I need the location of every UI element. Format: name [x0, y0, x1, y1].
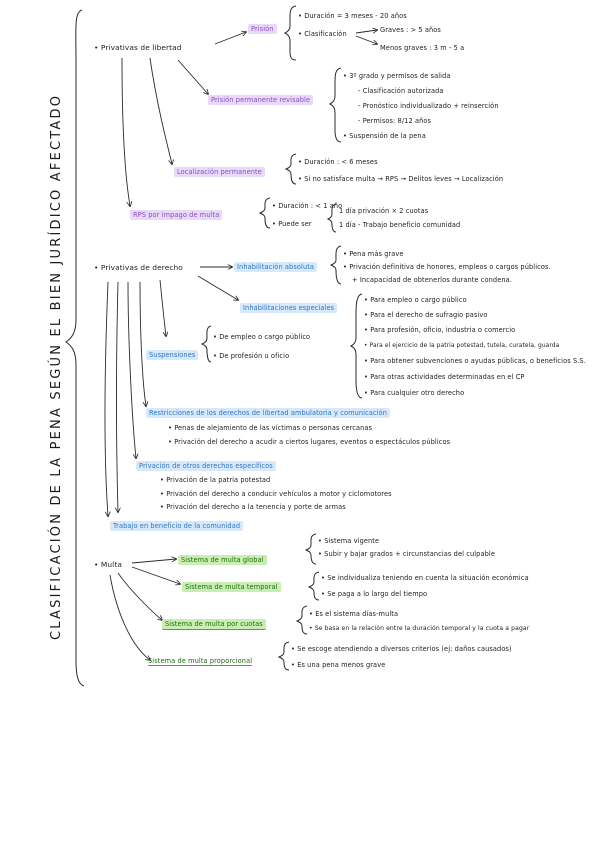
restriccion-item: • Penas de alejamiento de las víctimas o… — [168, 424, 373, 432]
page-title: CLASIFICACIÓN DE LA PENA SEGÚN EL BIEN J… — [49, 93, 64, 640]
inhab-especial-item: • Para profesión, oficio, industria o co… — [364, 326, 516, 334]
inhab-especial-item: • Para el derecho de sufragio pasivo — [364, 311, 488, 319]
ppr-item: - Permisos: 8/12 años — [358, 117, 432, 125]
multa-proporcional-item: • Es una pena menos grave — [291, 661, 386, 669]
ppr-item: - Pronóstico individualizado + reinserci… — [358, 102, 499, 110]
inhab-absoluta-item: • Privación definitiva de honores, emple… — [343, 263, 551, 271]
otros-derechos-item: • Privación del derecho a conducir vehíc… — [160, 490, 392, 498]
inhab-absoluta-item: • Pena más grave — [343, 250, 404, 258]
multa-temporal-item: • Se paga a lo largo del tiempo — [321, 590, 428, 598]
multa-cuotas-item: • Es el sistema días-multa — [309, 610, 399, 618]
multa-cuotas-item: • Se basa en la relación entre la duraci… — [309, 625, 530, 632]
rps-opcion: 1 día - Trabajo beneficio comunidad — [339, 221, 461, 229]
node-multa-temporal: Sistema de multa temporal — [182, 582, 281, 592]
node-multa-cuotas: Sistema de multa por cuotas — [162, 619, 266, 630]
node-trabajo: Trabajo en beneficio de la comunidad — [110, 521, 244, 531]
inhab-especial-item: • Para obtener subvenciones o ayudas púb… — [364, 357, 586, 365]
node-restricciones: Restricciones de los derechos de liberta… — [146, 408, 391, 418]
node-multa-proporcional: Sistema de multa proporcional — [148, 657, 253, 666]
multa-temporal-item: • Se individualiza teniendo en cuenta la… — [321, 574, 529, 582]
ppr-item: - Clasificación autorizada — [358, 87, 444, 95]
prision-menos-graves: Menos graves : 3 m - 5 a — [380, 44, 465, 52]
prision-duracion: • Duración = 3 meses - 20 años — [298, 12, 407, 20]
ppr-grado: • 3º grado y permisos de salida — [343, 72, 451, 80]
restriccion-item: • Privación del derecho a acudir a ciert… — [168, 438, 451, 446]
prision-graves: Graves : > 5 años — [380, 26, 441, 34]
ppr-suspension: • Suspensión de la pena — [343, 132, 426, 140]
inhab-especial-item: • Para empleo o cargo público — [364, 296, 467, 304]
node-multa-global: Sistema de multa global — [178, 555, 267, 565]
suspension-item: • De profesión u oficio — [213, 352, 290, 360]
inhab-absoluta-item: + Incapacidad de obtenerlos durante cond… — [352, 276, 512, 284]
prision-clasificacion: • Clasificación — [298, 30, 347, 38]
rps-puede-ser: • Puede ser — [272, 220, 312, 228]
node-inhab-especiales: Inhabilitaciones especiales — [240, 303, 338, 313]
otros-derechos-item: • Privación del derecho a la tenencia y … — [160, 503, 346, 511]
suspension-item: • De empleo o cargo público — [213, 333, 311, 341]
rps-opcion: 1 día privación × 2 cuotas — [339, 207, 429, 215]
node-rps: RPS por impago de multa — [130, 210, 223, 220]
node-inhab-absoluta: Inhabilitación absoluta — [234, 262, 318, 272]
node-privativas-derecho: • Privativas de derecho — [94, 263, 183, 272]
multa-global-item: • Subir y bajar grados + circunstancias … — [318, 550, 495, 558]
inhab-especial-item: • Para cualquier otro derecho — [364, 389, 465, 397]
node-prision: Prisión — [248, 24, 277, 34]
node-privativas-libertad: • Privativas de libertad — [94, 43, 182, 52]
inhab-especial-item: • Para otras actividades determinadas en… — [364, 373, 525, 381]
main-brace — [65, 9, 85, 687]
rps-duracion: • Duración : < 1 año — [272, 202, 343, 210]
multa-global-item: • Sistema vigente — [318, 537, 380, 545]
node-multa: • Multa — [94, 560, 122, 569]
localizacion-duracion: • Duración : < 6 meses — [298, 158, 378, 166]
localizacion-multa: • Si no satisface multa → RPS → Delitos … — [298, 175, 504, 183]
inhab-especial-item: • Para el ejercicio de la patria potesta… — [364, 343, 560, 349]
multa-proporcional-item: • Se escoge atendiendo a diversos criter… — [291, 645, 512, 653]
node-suspensiones: Suspensiones — [146, 350, 199, 360]
node-ppr: Prisión permanente revisable — [208, 95, 314, 105]
otros-derechos-item: • Privación de la patria potestad — [160, 476, 271, 484]
node-localizacion: Localización permanente — [174, 167, 265, 177]
node-otros-derechos: Privación de otros derechos específicos — [136, 461, 276, 471]
